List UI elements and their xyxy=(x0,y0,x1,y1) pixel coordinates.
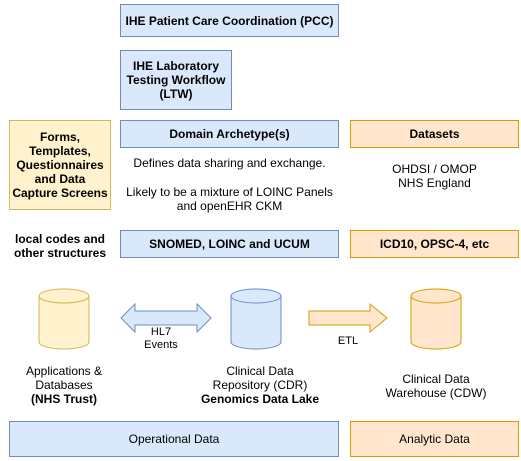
snomed-label: SNOMED, LOINC and UCUM xyxy=(149,237,310,251)
hl7-label: HL7 Events xyxy=(144,326,178,351)
etl-arrow-icon xyxy=(308,302,388,334)
datasets-box: Datasets xyxy=(350,120,519,148)
applications-caption-line1: Applications & Databases xyxy=(25,364,103,392)
analytic-data-label: Analytic Data xyxy=(399,432,470,446)
cdw-caption: Clinical Data Warehouse (CDW) xyxy=(385,372,487,400)
mixture-text: Likely to be a mixture of LOINC Panels a… xyxy=(126,185,333,213)
operational-data-label: Operational Data xyxy=(128,432,220,446)
ohdsi-text: OHDSI / OMOP NHS England xyxy=(392,162,477,190)
defines-text: Defines data sharing and exchange. xyxy=(133,156,326,170)
forms-label: Forms, Templates, Questionnaires and Dat… xyxy=(12,130,108,200)
hl7-double-arrow-icon xyxy=(120,302,212,334)
cdr-database-icon xyxy=(230,288,282,350)
operational-data-box: Operational Data xyxy=(9,421,339,457)
datasets-label: Datasets xyxy=(409,127,460,141)
pcc-box: IHE Patient Care Coordination (PCC) xyxy=(120,4,339,37)
icd-box: ICD10, OPSC-4, etc xyxy=(350,230,519,258)
ltw-box: IHE Laboratory Testing Workflow (LTW) xyxy=(120,50,232,110)
applications-caption-line2: (NHS Trust) xyxy=(31,392,97,406)
cdr-caption: Clinical Data Repository (CDR) Genomics … xyxy=(190,364,330,406)
etl-label: ETL xyxy=(337,335,359,347)
applications-database-icon xyxy=(38,288,90,350)
pcc-label: IHE Patient Care Coordination (PCC) xyxy=(125,13,334,28)
ltw-label: IHE Laboratory Testing Workflow (LTW) xyxy=(126,59,226,101)
snomed-box: SNOMED, LOINC and UCUM xyxy=(120,230,339,258)
cdr-caption-line2: Genomics Data Lake xyxy=(200,392,320,406)
cdw-database-icon xyxy=(410,288,462,350)
forms-box: Forms, Templates, Questionnaires and Dat… xyxy=(9,120,111,210)
domain-archetype-label: Domain Archetype(s) xyxy=(169,127,290,141)
applications-caption: Applications & Databases (NHS Trust) xyxy=(4,364,124,406)
cdr-caption-line1: Clinical Data Repository (CDR) xyxy=(212,364,308,392)
analytic-data-box: Analytic Data xyxy=(350,421,519,457)
icd-label: ICD10, OPSC-4, etc xyxy=(379,237,490,251)
local-codes-text: local codes and other structures xyxy=(13,232,107,260)
domain-archetype-box: Domain Archetype(s) xyxy=(120,120,339,148)
